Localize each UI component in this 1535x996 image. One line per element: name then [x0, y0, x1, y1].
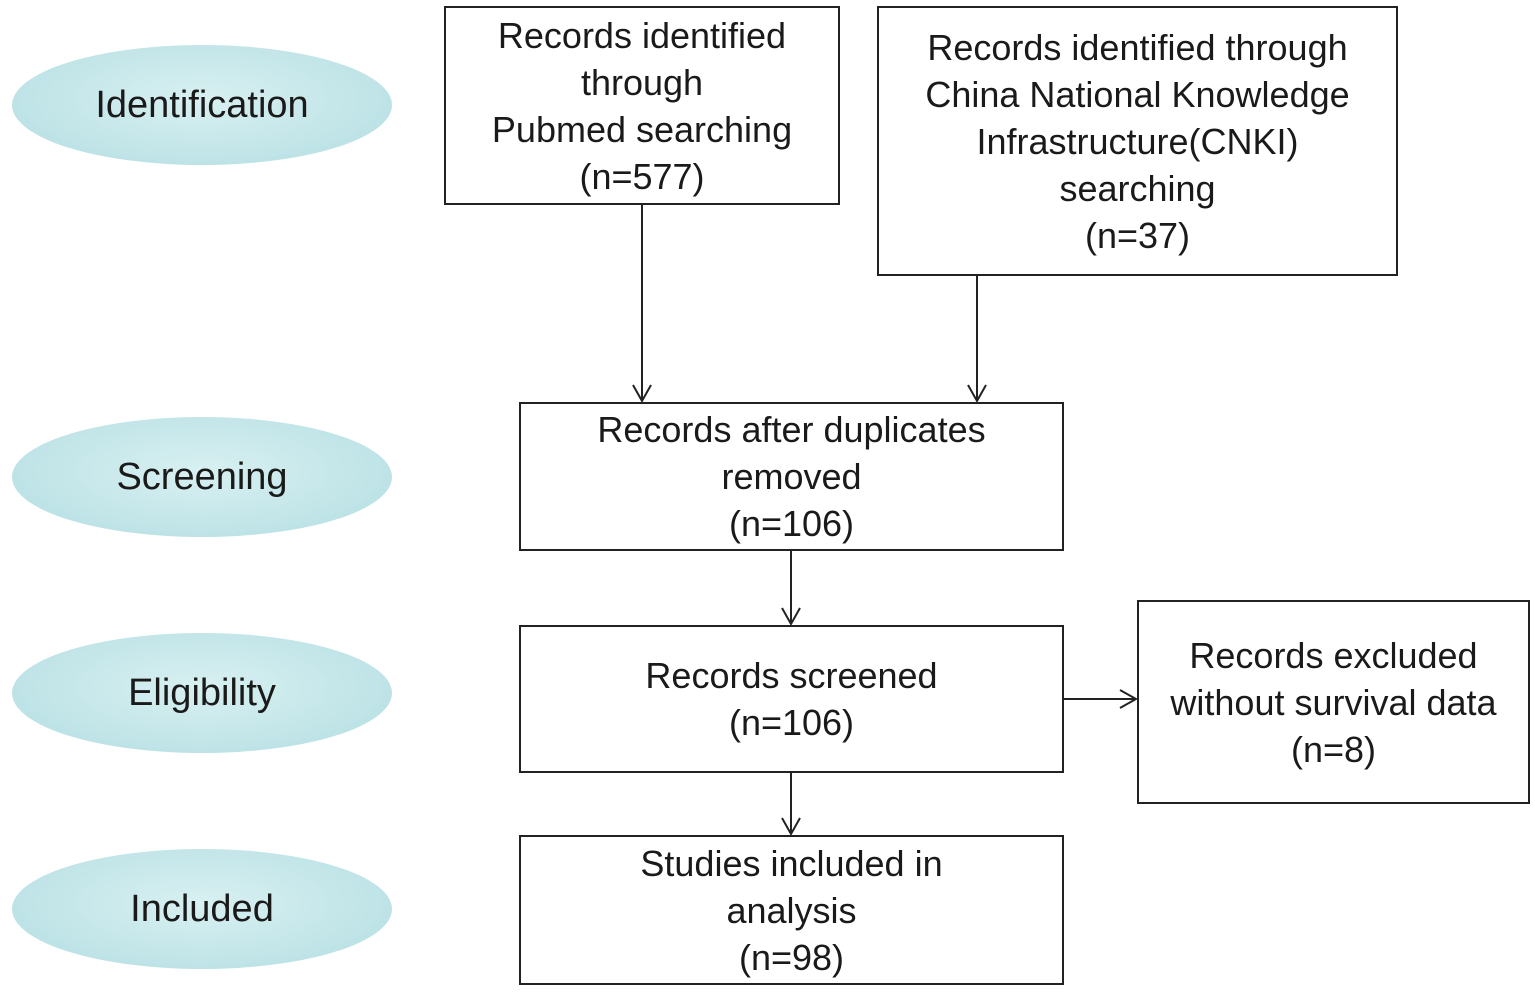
- box-cnki-line-4: searching: [1059, 167, 1216, 209]
- box-cnki-line-5: (n=37): [1084, 214, 1191, 256]
- box-pubmed-line-4: (n=577): [579, 155, 705, 197]
- stage-eligibility-label: Eligibility: [128, 672, 276, 714]
- stage-screening: Screening: [12, 417, 392, 537]
- stage-included: Included: [12, 849, 392, 969]
- box-duplicates-removed: Records after duplicates removed (n=106): [519, 402, 1064, 551]
- box-included-line-3: (n=98): [738, 936, 845, 978]
- box-included-line-1: Studies included in: [640, 842, 943, 884]
- arrow-cnki-to-duplicates: [967, 276, 987, 404]
- box-pubmed-line-3: Pubmed searching: [491, 108, 793, 150]
- box-screened-line-1: Records screened: [645, 655, 938, 696]
- box-cnki-line-2: China National Knowledge: [925, 73, 1350, 115]
- arrow-duplicates-to-screened: [781, 551, 801, 627]
- box-records-excluded: Records excluded without survival data (…: [1137, 600, 1530, 804]
- box-duplicates-line-1: Records after duplicates: [597, 409, 986, 450]
- box-duplicates-line-2: removed: [721, 456, 862, 497]
- stage-identification: Identification: [12, 45, 392, 165]
- box-cnki-line-1: Records identified through: [927, 26, 1348, 68]
- box-screened-line-2: (n=106): [728, 702, 855, 743]
- box-cnki-records: Records identified through China Nationa…: [877, 6, 1398, 276]
- stage-included-label: Included: [130, 888, 274, 930]
- box-pubmed-line-2: through: [580, 61, 704, 103]
- stage-eligibility: Eligibility: [12, 633, 392, 753]
- box-excluded-line-1: Records excluded: [1189, 634, 1478, 676]
- stage-identification-label: Identification: [95, 84, 309, 126]
- box-excluded-line-2: without survival data: [1170, 681, 1497, 723]
- arrow-screened-to-excluded: [1064, 689, 1139, 709]
- box-excluded-line-3: (n=8): [1290, 728, 1377, 770]
- arrow-pubmed-to-duplicates: [632, 205, 652, 404]
- arrow-screened-to-included: [781, 773, 801, 837]
- stage-screening-label: Screening: [116, 456, 288, 498]
- box-duplicates-line-3: (n=106): [728, 503, 855, 544]
- box-records-screened: Records screened (n=106): [519, 625, 1064, 773]
- box-included-line-2: analysis: [726, 889, 857, 931]
- box-studies-included: Studies included in analysis (n=98): [519, 835, 1064, 985]
- box-pubmed-records: Records identified through Pubmed search…: [444, 6, 840, 205]
- box-pubmed-line-1: Records identified: [497, 14, 787, 56]
- box-cnki-line-3: Infrastructure(CNKI): [976, 120, 1299, 162]
